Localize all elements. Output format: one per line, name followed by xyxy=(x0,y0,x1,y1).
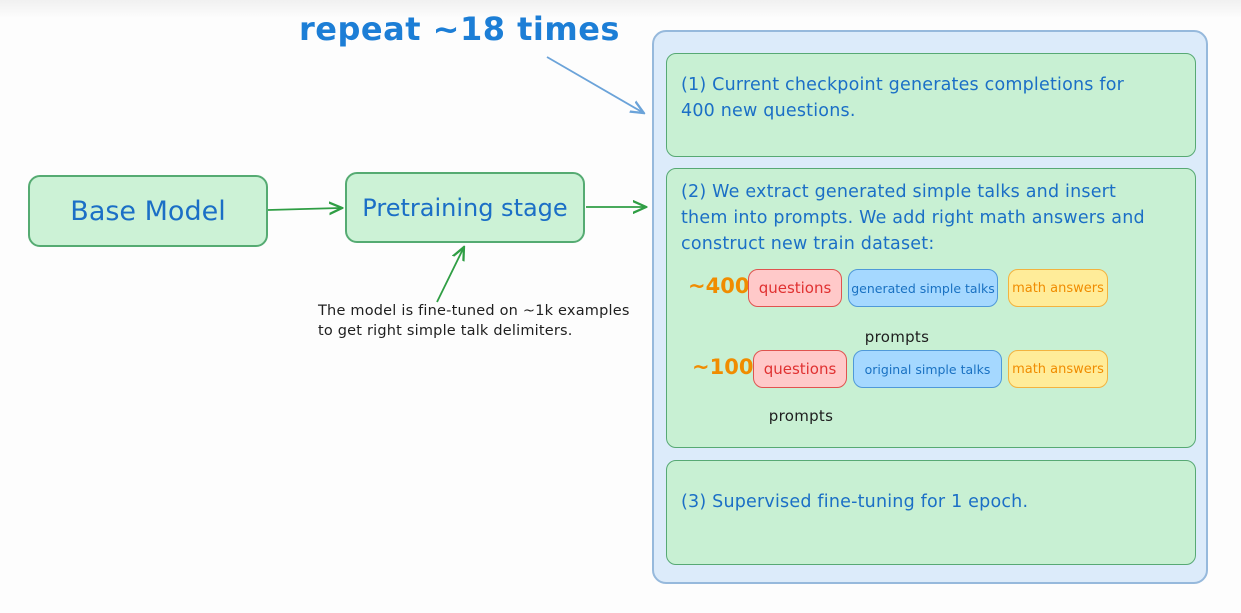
step-2-box: (2) We extract generated simple talks an… xyxy=(666,168,1196,448)
top-fade-band xyxy=(0,0,1241,18)
chip-questions-row2: questions xyxy=(753,350,847,388)
node-base-model: Base Model xyxy=(28,175,268,247)
arrow-note-to-pretraining xyxy=(436,249,463,303)
node-base-model-label: Base Model xyxy=(70,195,226,227)
row2-brace-label: prompts xyxy=(768,407,834,425)
arrow-repeat-to-panel xyxy=(546,56,642,112)
chip-math-answers-row1-label: math answers xyxy=(1012,280,1104,296)
row2-count: ~100 xyxy=(692,355,754,379)
row1-brace-label: prompts xyxy=(864,328,930,346)
chip-questions-row1-label: questions xyxy=(758,279,832,297)
pretraining-note: The model is fine-tuned on ~1k examples … xyxy=(318,303,630,339)
step-3-box: (3) Supervised fine-tuning for 1 epoch. xyxy=(666,460,1196,565)
chip-generated-simple-talks: generated simple talks xyxy=(848,269,998,307)
node-pretraining-stage: Pretraining stage xyxy=(345,172,585,243)
repeat-annotation: repeat ~18 times xyxy=(299,10,620,48)
chip-generated-simple-talks-label: generated simple talks xyxy=(851,280,995,296)
step-2-text: (2) We extract generated simple talks an… xyxy=(681,182,1145,254)
chip-math-answers-row2-label: math answers xyxy=(1012,361,1104,377)
chip-original-simple-talks: original simple talks xyxy=(853,350,1002,388)
step-3-text: (3) Supervised fine-tuning for 1 epoch. xyxy=(681,492,1029,512)
arrow-base-to-pretraining xyxy=(267,208,340,210)
chip-questions-row2-label: questions xyxy=(763,360,837,378)
node-pretraining-stage-label: Pretraining stage xyxy=(362,193,568,222)
chip-math-answers-row2: math answers xyxy=(1008,350,1108,388)
step-1-box: (1) Current checkpoint generates complet… xyxy=(666,53,1196,157)
chip-questions-row1: questions xyxy=(748,269,842,307)
row1-count: ~400 xyxy=(688,274,750,298)
chip-original-simple-talks-label: original simple talks xyxy=(864,361,991,377)
step-1-text: (1) Current checkpoint generates complet… xyxy=(681,75,1125,121)
chip-math-answers-row1: math answers xyxy=(1008,269,1108,307)
